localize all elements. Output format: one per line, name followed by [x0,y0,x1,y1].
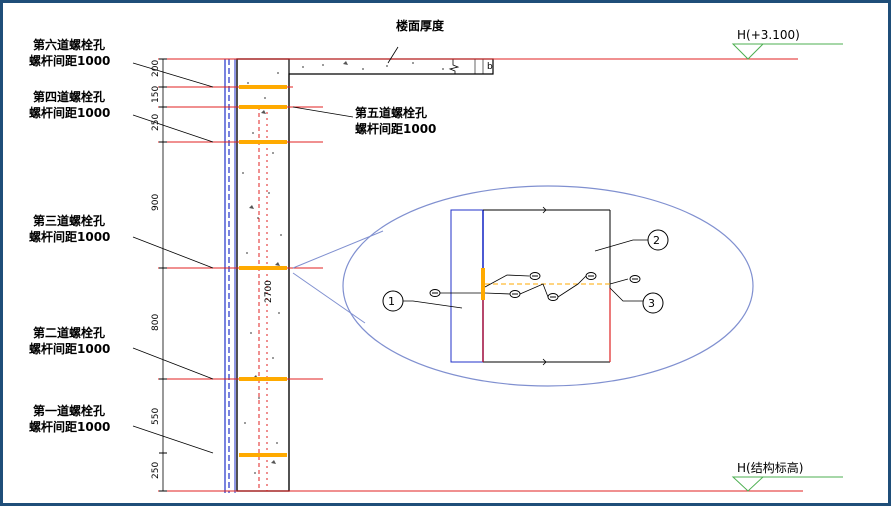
floor-thickness-label: 楼面厚度 [396,18,445,33]
svg-text:H(结构标高): H(结构标高) [737,460,803,475]
detail-callout: 1 2 3 [292,185,754,387]
bolt-hole-3-name: 第三道螺栓孔 [33,213,105,228]
dim-800: 800 [151,314,161,331]
callout-3: 3 [642,292,664,314]
bolt-hole-4-name: 第四道螺栓孔 [33,89,105,104]
dim-200: 200 [151,60,161,77]
bolt-hole-5-spacing: 螺杆间距1000 [355,121,436,136]
dim-900: 900 [151,194,161,211]
slab-dim: b [487,62,493,72]
bolt-hole-6-spacing: 螺杆间距1000 [29,53,110,68]
dim-150: 150 [151,86,161,103]
svg-text:1: 1 [388,295,395,308]
dim-250-bottom: 250 [151,462,161,479]
wall-section-drawing: b [29,18,843,493]
bolt-hole-2-spacing: 螺杆间距1000 [29,341,110,356]
callout-1: 1 [382,290,404,312]
bolt-hole-2-name: 第二道螺栓孔 [33,325,105,340]
bolt-hole-6-name: 第六道螺栓孔 [33,37,105,52]
elevation-top: H(+3.100) [731,28,843,60]
callout-2: 2 [647,229,669,251]
svg-text:2: 2 [653,234,660,247]
bolt-hole-5-name: 第五道螺栓孔 [355,105,427,120]
elevation-bottom: H(结构标高) [731,460,843,492]
svg-text:3: 3 [648,297,655,310]
bolt-hole-1-spacing: 螺杆间距1000 [29,419,110,434]
dim-2700: 2700 [264,280,274,303]
red-dashed-lines [258,106,268,491]
dim-550: 550 [151,408,161,425]
concrete-hatch [242,61,444,474]
dimension-chain: 200 150 250 900 800 550 250 2700 [151,58,274,492]
leader-lines [132,46,399,454]
bolt-hole-1-name: 第一道螺栓孔 [33,403,105,418]
bolt-hole-3-spacing: 螺杆间距1000 [29,229,110,244]
dim-250: 250 [151,114,161,131]
bolt-hole-4-spacing: 螺杆间距1000 [29,105,110,120]
formwork-lines [224,59,236,493]
svg-text:H(+3.100): H(+3.100) [737,28,800,42]
bolt-levels [158,58,803,492]
